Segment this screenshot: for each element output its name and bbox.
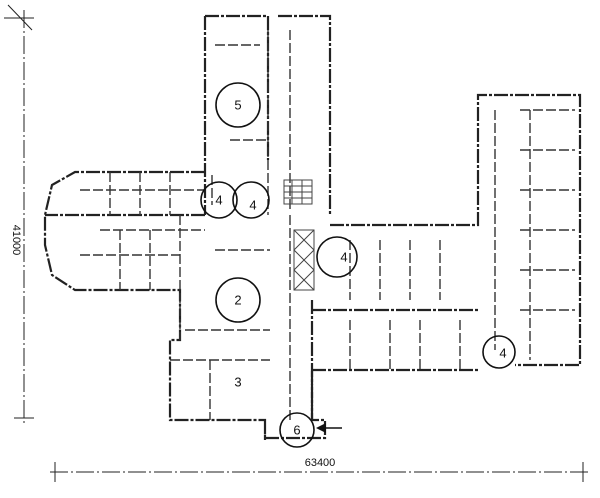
- marker-4c: 4: [316, 236, 358, 278]
- marker-label: 4: [340, 249, 347, 264]
- height-label: 41000: [10, 225, 22, 256]
- marker-label: 2: [234, 292, 241, 307]
- entrance-arrow-icon: [316, 423, 342, 433]
- marker-label: 4: [215, 192, 222, 207]
- room-label-3: 3: [234, 374, 241, 389]
- dimension-height: 41000: [4, 4, 34, 425]
- building-outline: [43, 14, 582, 440]
- marker-5: 5: [215, 82, 261, 128]
- marker-4b: 4: [232, 181, 270, 219]
- marker-2: 2: [215, 277, 261, 323]
- width-label: 63400: [305, 457, 336, 469]
- interior-walls: [80, 30, 575, 420]
- stairs: [283, 179, 315, 291]
- marker-6: 6: [279, 412, 315, 448]
- dimension-width: 63400: [50, 457, 588, 482]
- marker-label: 6: [293, 422, 300, 437]
- marker-label: 5: [234, 97, 241, 112]
- marker-4a: 4: [200, 181, 238, 219]
- marker-4d: 4: [482, 335, 516, 369]
- marker-label: 4: [499, 345, 506, 360]
- marker-label: 4: [249, 197, 256, 212]
